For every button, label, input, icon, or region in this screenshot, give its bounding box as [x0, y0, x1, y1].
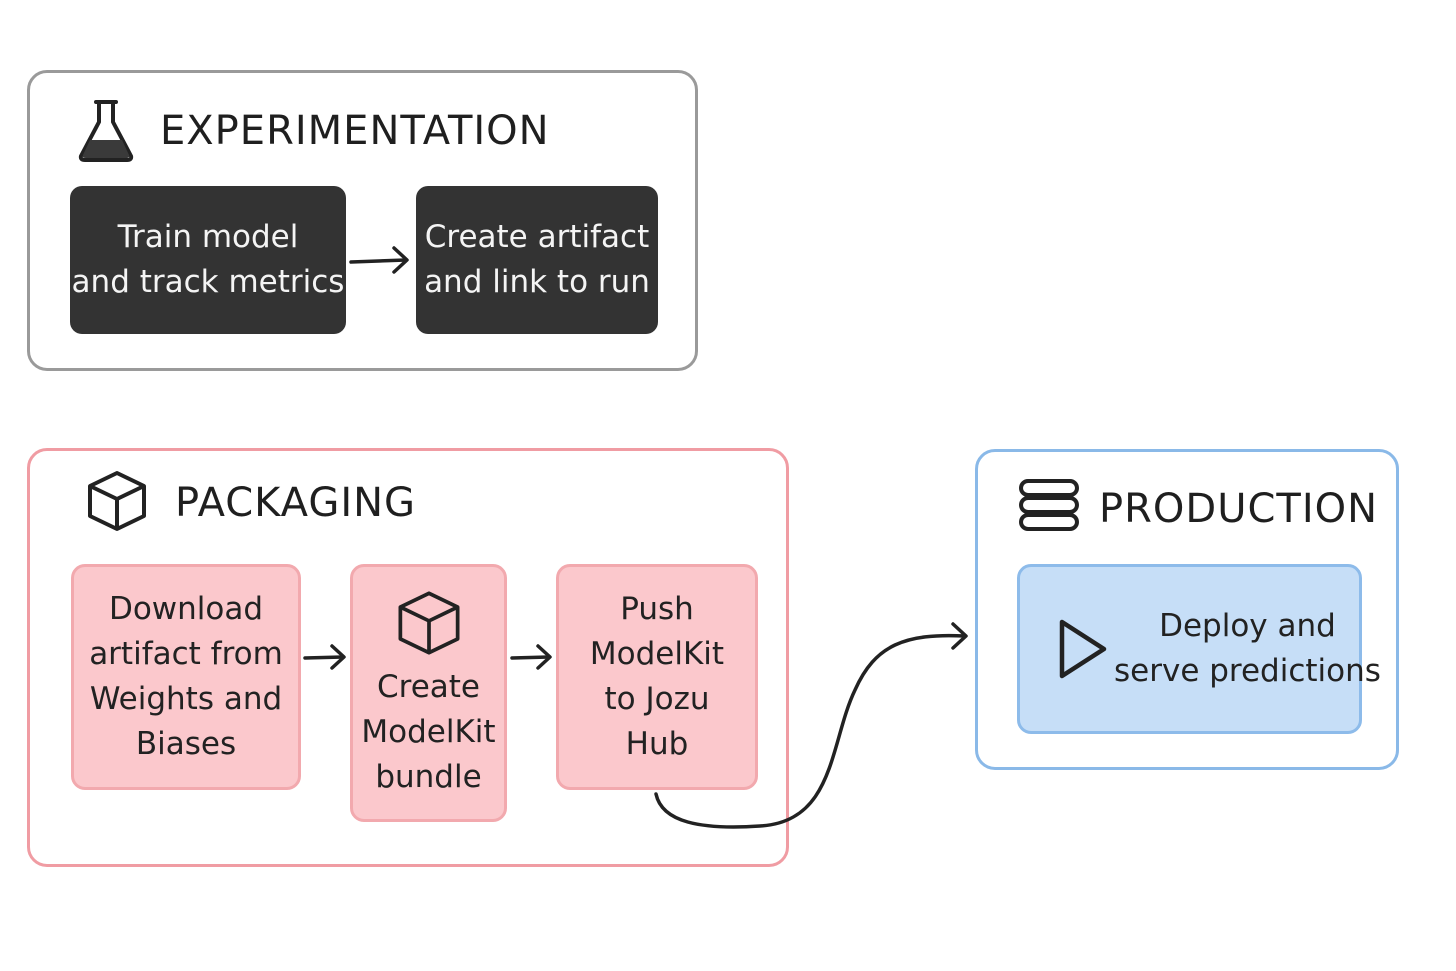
- push-label-3: to Jozu: [604, 681, 710, 717]
- push-label-4: Hub: [625, 725, 689, 762]
- experimentation-title: EXPERIMENTATION: [160, 108, 550, 154]
- download-label-1: Download: [108, 591, 264, 628]
- push-label-1: Push: [620, 591, 694, 628]
- create-artifact-node: Create artifact and link to run: [416, 186, 658, 334]
- modelkit-label-1: Create: [376, 669, 480, 705]
- play-icon: [1059, 619, 1107, 679]
- train-model-label-1: Train model: [117, 219, 299, 256]
- modelkit-label-2: ModelKit: [361, 713, 496, 750]
- packaging-title: PACKAGING: [175, 480, 417, 526]
- create-modelkit-node: Create ModelKit bundle: [350, 564, 507, 822]
- deploy-label-1: Deploy and: [1159, 608, 1336, 645]
- create-artifact-label-1: Create artifact: [424, 219, 650, 256]
- cube-icon: [398, 591, 459, 655]
- train-model-node: Train model and track metrics: [70, 186, 346, 334]
- download-label-2: artifact from: [89, 636, 283, 673]
- create-artifact-label-2: and link to run: [424, 264, 650, 300]
- push-modelkit-node: Push ModelKit to Jozu Hub: [556, 564, 758, 790]
- cube-icon: [88, 471, 146, 531]
- push-label-2: ModelKit: [589, 636, 725, 673]
- server-stack-icon: [1019, 479, 1079, 531]
- train-model-label-2: and track metrics: [71, 264, 345, 300]
- modelkit-label-3: bundle: [375, 758, 482, 795]
- download-label-3: Weights and: [89, 681, 283, 717]
- download-label-4: Biases: [135, 725, 237, 762]
- flask-icon: [78, 100, 134, 162]
- download-artifact-node: Download artifact from Weights and Biase…: [71, 564, 301, 790]
- deploy-node: Deploy and serve predictions: [1017, 564, 1381, 734]
- production-title: PRODUCTION: [1099, 486, 1379, 532]
- deploy-label-2: serve predictions: [1114, 653, 1381, 689]
